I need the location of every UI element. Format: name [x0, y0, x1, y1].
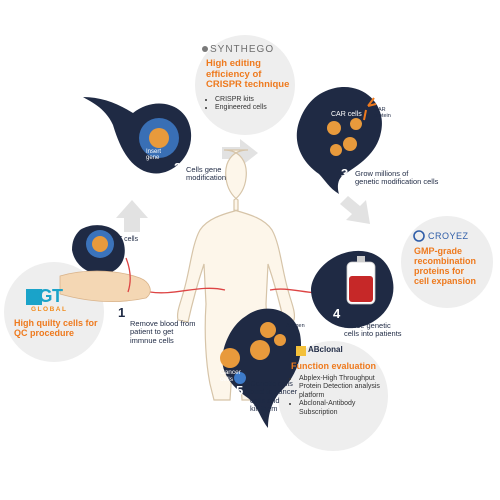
patient-arm — [59, 270, 151, 302]
croyez-logo: CROYEZ — [428, 231, 469, 241]
abclonal-title: Function evaluation — [291, 361, 377, 371]
caption-line: cells into patients — [344, 329, 402, 339]
cgt-title: High quilty cells for QC procedure — [14, 318, 98, 338]
synthego-item: Engineered cells — [215, 104, 296, 112]
step-number: 1 — [118, 305, 126, 320]
t-cells-label: T cells — [118, 236, 139, 243]
cgt-logo: CGT — [26, 286, 63, 306]
cancer-cells-label: Cancer cells — [220, 369, 241, 383]
synthego-title-line: High editing — [206, 58, 261, 69]
step4-caption: Infuse genetic cells into patients — [344, 321, 402, 339]
arrow-down-right — [340, 196, 370, 224]
synthego-title-line: CRISPR technique — [206, 79, 290, 91]
step-number: 3 — [341, 166, 349, 181]
caption-line: cells and — [250, 395, 280, 405]
step-number: 5 — [236, 383, 244, 398]
caption-line: Cells gene — [186, 165, 222, 174]
caption-line: Remove blood from — [130, 319, 196, 328]
tube-line — [125, 257, 131, 293]
t-cell — [86, 230, 114, 258]
caption-line: patient to get — [130, 327, 174, 337]
abclonal-item: Abplex-High Throughput Protein Detection… — [299, 375, 380, 400]
croyez-logo-mark — [413, 230, 425, 242]
cgt-logo-sub: GLOBAL — [31, 306, 68, 313]
blood-line-left — [149, 287, 226, 294]
flow-arrows — [116, 139, 370, 232]
antigen-label: Antigen — [286, 323, 305, 329]
cgt-logo-mark — [26, 289, 42, 305]
step5-caption: Genetic cells bind to cancer cells and k… — [250, 379, 298, 414]
car-protein-line: CAR — [374, 107, 386, 113]
insert-gene-line: Insert — [146, 149, 162, 155]
croyez-title-line: GMP-grade — [414, 246, 463, 256]
caption-line: modification — [186, 173, 227, 183]
abclonal-circle — [278, 341, 388, 451]
insert-gene-label: Insert gene — [146, 149, 161, 161]
step2-caption: Cells gene modification — [186, 165, 227, 183]
step-number: 4 — [333, 306, 341, 321]
abclonal-logo-mark — [296, 346, 306, 356]
croyez-title: GMP-grade recombination proteins for cel… — [414, 246, 476, 286]
abclonal-items: Abplex-High Throughput Protein Detection… — [290, 375, 380, 417]
synthego-items: CRISPR kits Engineered cells — [206, 96, 296, 113]
step2-cell — [139, 118, 179, 158]
abclonal-item: Abclonal-Antibody Subscription — [299, 400, 380, 417]
caption-line: genetic modification cells — [355, 177, 439, 187]
cgt-title-line: QC procedure — [14, 328, 75, 339]
car-cells-label: CAR cells — [331, 111, 362, 118]
caption-line: bind to cancer — [250, 387, 298, 397]
synthego-item: CRISPR kits — [215, 96, 296, 104]
caption-line: Grow millions of — [355, 169, 409, 178]
synthego-logo: SYNTHEGO — [210, 44, 275, 55]
caption-line: Genetic cells — [250, 379, 293, 388]
step-number: 2 — [174, 160, 182, 175]
caption-line: Infuse genetic — [344, 321, 391, 330]
insert-gene-line: gene — [146, 155, 160, 161]
synthego-logo-mark — [202, 46, 208, 52]
caption-line: immnue cells — [130, 335, 174, 345]
cancer-cells-line: Cancer — [220, 369, 241, 376]
step1-caption: Remove blood from patient to get immnue … — [130, 319, 196, 345]
synthego-title: High editing efficiency of CRISPR techni… — [206, 58, 290, 91]
croyez-title-line: proteins for — [414, 266, 465, 277]
blood-bag — [346, 256, 376, 305]
arrow-right-top — [222, 139, 258, 167]
step3-caption: Grow millions of genetic modification ce… — [355, 169, 439, 187]
caption-line: kill them — [250, 404, 278, 414]
car-protein-label: CAR protein — [374, 107, 391, 119]
arrow-up-left — [116, 200, 148, 232]
car-cells-cluster — [327, 97, 377, 156]
cgt-title-line: High quilty cells for — [14, 318, 98, 328]
car-protein-line: protein — [374, 113, 391, 120]
croyez-title-line: cell expansion — [414, 276, 477, 287]
synthego-title-line: efficiency of — [206, 68, 262, 80]
step3-bubble — [296, 87, 382, 194]
croyez-circle — [401, 216, 493, 308]
croyez-title-line: recombination — [414, 256, 477, 267]
abclonal-logo: ABclonal — [308, 345, 343, 354]
cancer-cells — [220, 322, 286, 384]
cancer-cells-line: cells — [220, 376, 234, 383]
synthego-circle — [195, 35, 295, 135]
